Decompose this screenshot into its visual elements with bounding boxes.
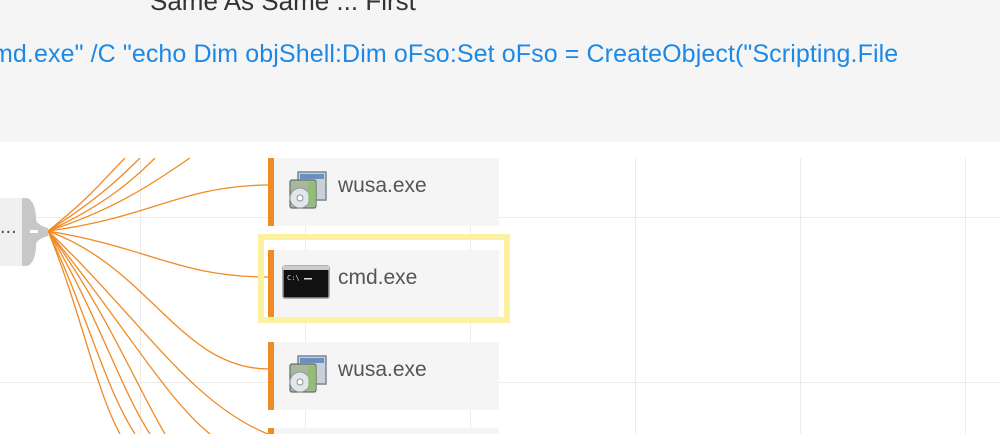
- edge-offscreen: [47, 230, 211, 434]
- edge-to-wusa-1: [47, 184, 269, 232]
- svg-text:C:\: C:\: [287, 274, 300, 282]
- edge-offscreen: [47, 230, 121, 434]
- edge-offscreen: [47, 158, 126, 232]
- command-header: Same As Same ... First md.exe" /C "echo …: [0, 0, 1000, 142]
- edge-offscreen: [47, 158, 191, 232]
- selected-node-highlight: [258, 234, 510, 323]
- edge-offscreen: [47, 158, 156, 232]
- process-name: wusa.exe: [338, 358, 427, 381]
- edge-offscreen: [47, 230, 136, 434]
- parent-process-node[interactable]: [0, 198, 24, 266]
- grid-line: [965, 158, 966, 434]
- process-graph-canvas[interactable]: ... wusa.exe C:\ cmd.exe: [0, 158, 1000, 434]
- node-accent-bar: [268, 342, 274, 410]
- edge-offscreen: [47, 230, 166, 434]
- process-node-wusa-1[interactable]: wusa.exe: [268, 158, 499, 226]
- command-line-text: md.exe" /C "echo Dim objShell:Dim oFso:S…: [0, 40, 899, 68]
- node-accent-bar: [268, 250, 274, 318]
- edge-to-cmd: [47, 230, 269, 278]
- process-node-partial[interactable]: [274, 428, 499, 434]
- process-node-wusa-2[interactable]: wusa.exe: [268, 342, 499, 410]
- edge-offscreen: [47, 158, 141, 232]
- edge-offscreen: [47, 230, 269, 434]
- header-cut-text: Same As Same ... First: [150, 0, 416, 16]
- node-accent-bar: [268, 158, 274, 226]
- parent-process-label: ...: [0, 216, 17, 238]
- process-name: cmd.exe: [338, 266, 418, 289]
- edge-offscreen: [47, 230, 151, 434]
- grid-line: [635, 158, 636, 434]
- process-name: wusa.exe: [338, 174, 427, 197]
- grid-line: [0, 382, 1000, 383]
- grid-line: [140, 158, 141, 434]
- installer-package-icon: [289, 355, 327, 393]
- grid-line: [800, 158, 801, 434]
- edge-to-wusa-2: [47, 230, 269, 370]
- command-prompt-icon: C:\: [282, 265, 330, 299]
- grid-line: [0, 217, 1000, 218]
- edge-lines: [47, 158, 269, 434]
- installer-package-icon: [289, 171, 327, 209]
- node-accent-bar: [268, 428, 274, 434]
- collapse-toggle-icon[interactable]: [22, 198, 48, 266]
- process-node-cmd[interactable]: C:\ cmd.exe: [268, 250, 499, 318]
